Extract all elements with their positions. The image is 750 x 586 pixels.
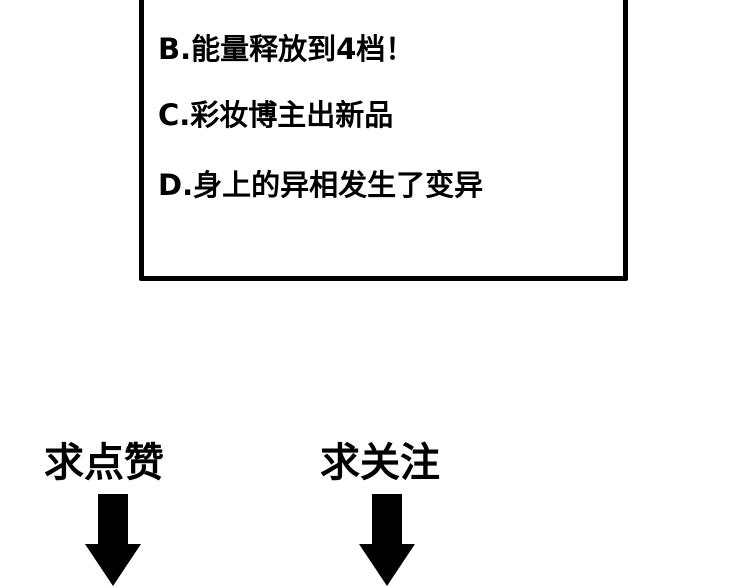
option-b: B.能量释放到4档！ (158, 32, 415, 66)
arrow-down-icon (359, 494, 415, 586)
like-request-text: 求点赞 (44, 440, 164, 486)
follow-request-text: 求关注 (320, 440, 440, 486)
option-d: D.身上的异相发生了变异 (158, 168, 484, 202)
options-box (139, 0, 628, 281)
option-c: C.彩妆博主出新品 (158, 98, 394, 132)
arrow-down-icon (85, 494, 141, 586)
